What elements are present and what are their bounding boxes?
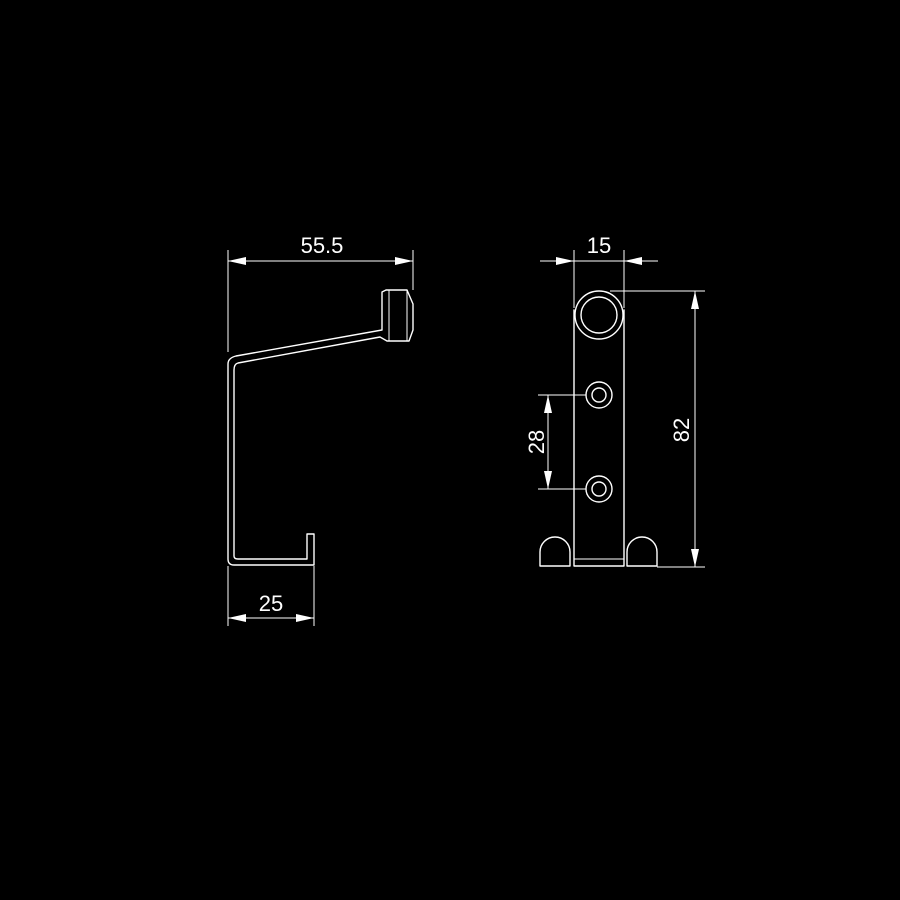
side-view-cap-detail [388, 290, 408, 341]
dimension-label-front-hole-spacing: 28 [524, 430, 549, 454]
dimension-label-side-total-width: 55.5 [301, 233, 344, 258]
front-view-screw-hole-upper-outer [585, 381, 613, 409]
dimension-label-front-height: 82 [669, 418, 694, 442]
front-view-hook-tip-right [626, 536, 658, 567]
front-view-top-boss-inner [580, 296, 618, 334]
dimension-side-total-width: 55.5 [227, 233, 414, 352]
dimension-front-hole-spacing: 28 [524, 394, 586, 490]
front-view-hook-tip-left [539, 536, 571, 567]
front-view-top-boss-outer [574, 290, 624, 340]
front-view-plate [573, 309, 625, 567]
dimension-front-width: 15 [540, 233, 658, 308]
dimension-label-front-width: 15 [587, 233, 611, 258]
dimension-side-bottom-width: 25 [227, 566, 315, 626]
front-view-screw-hole-upper-inner [591, 387, 607, 403]
front-view-screw-hole-lower-outer [585, 475, 613, 503]
front-view-screw-hole-lower-inner [591, 481, 607, 497]
front-view: 15 28 82 [524, 233, 705, 568]
dimension-label-side-bottom-width: 25 [259, 591, 283, 616]
side-view: 55.5 25 [227, 233, 414, 626]
side-view-hook-outline [227, 289, 414, 566]
dimension-front-height: 82 [610, 290, 705, 568]
